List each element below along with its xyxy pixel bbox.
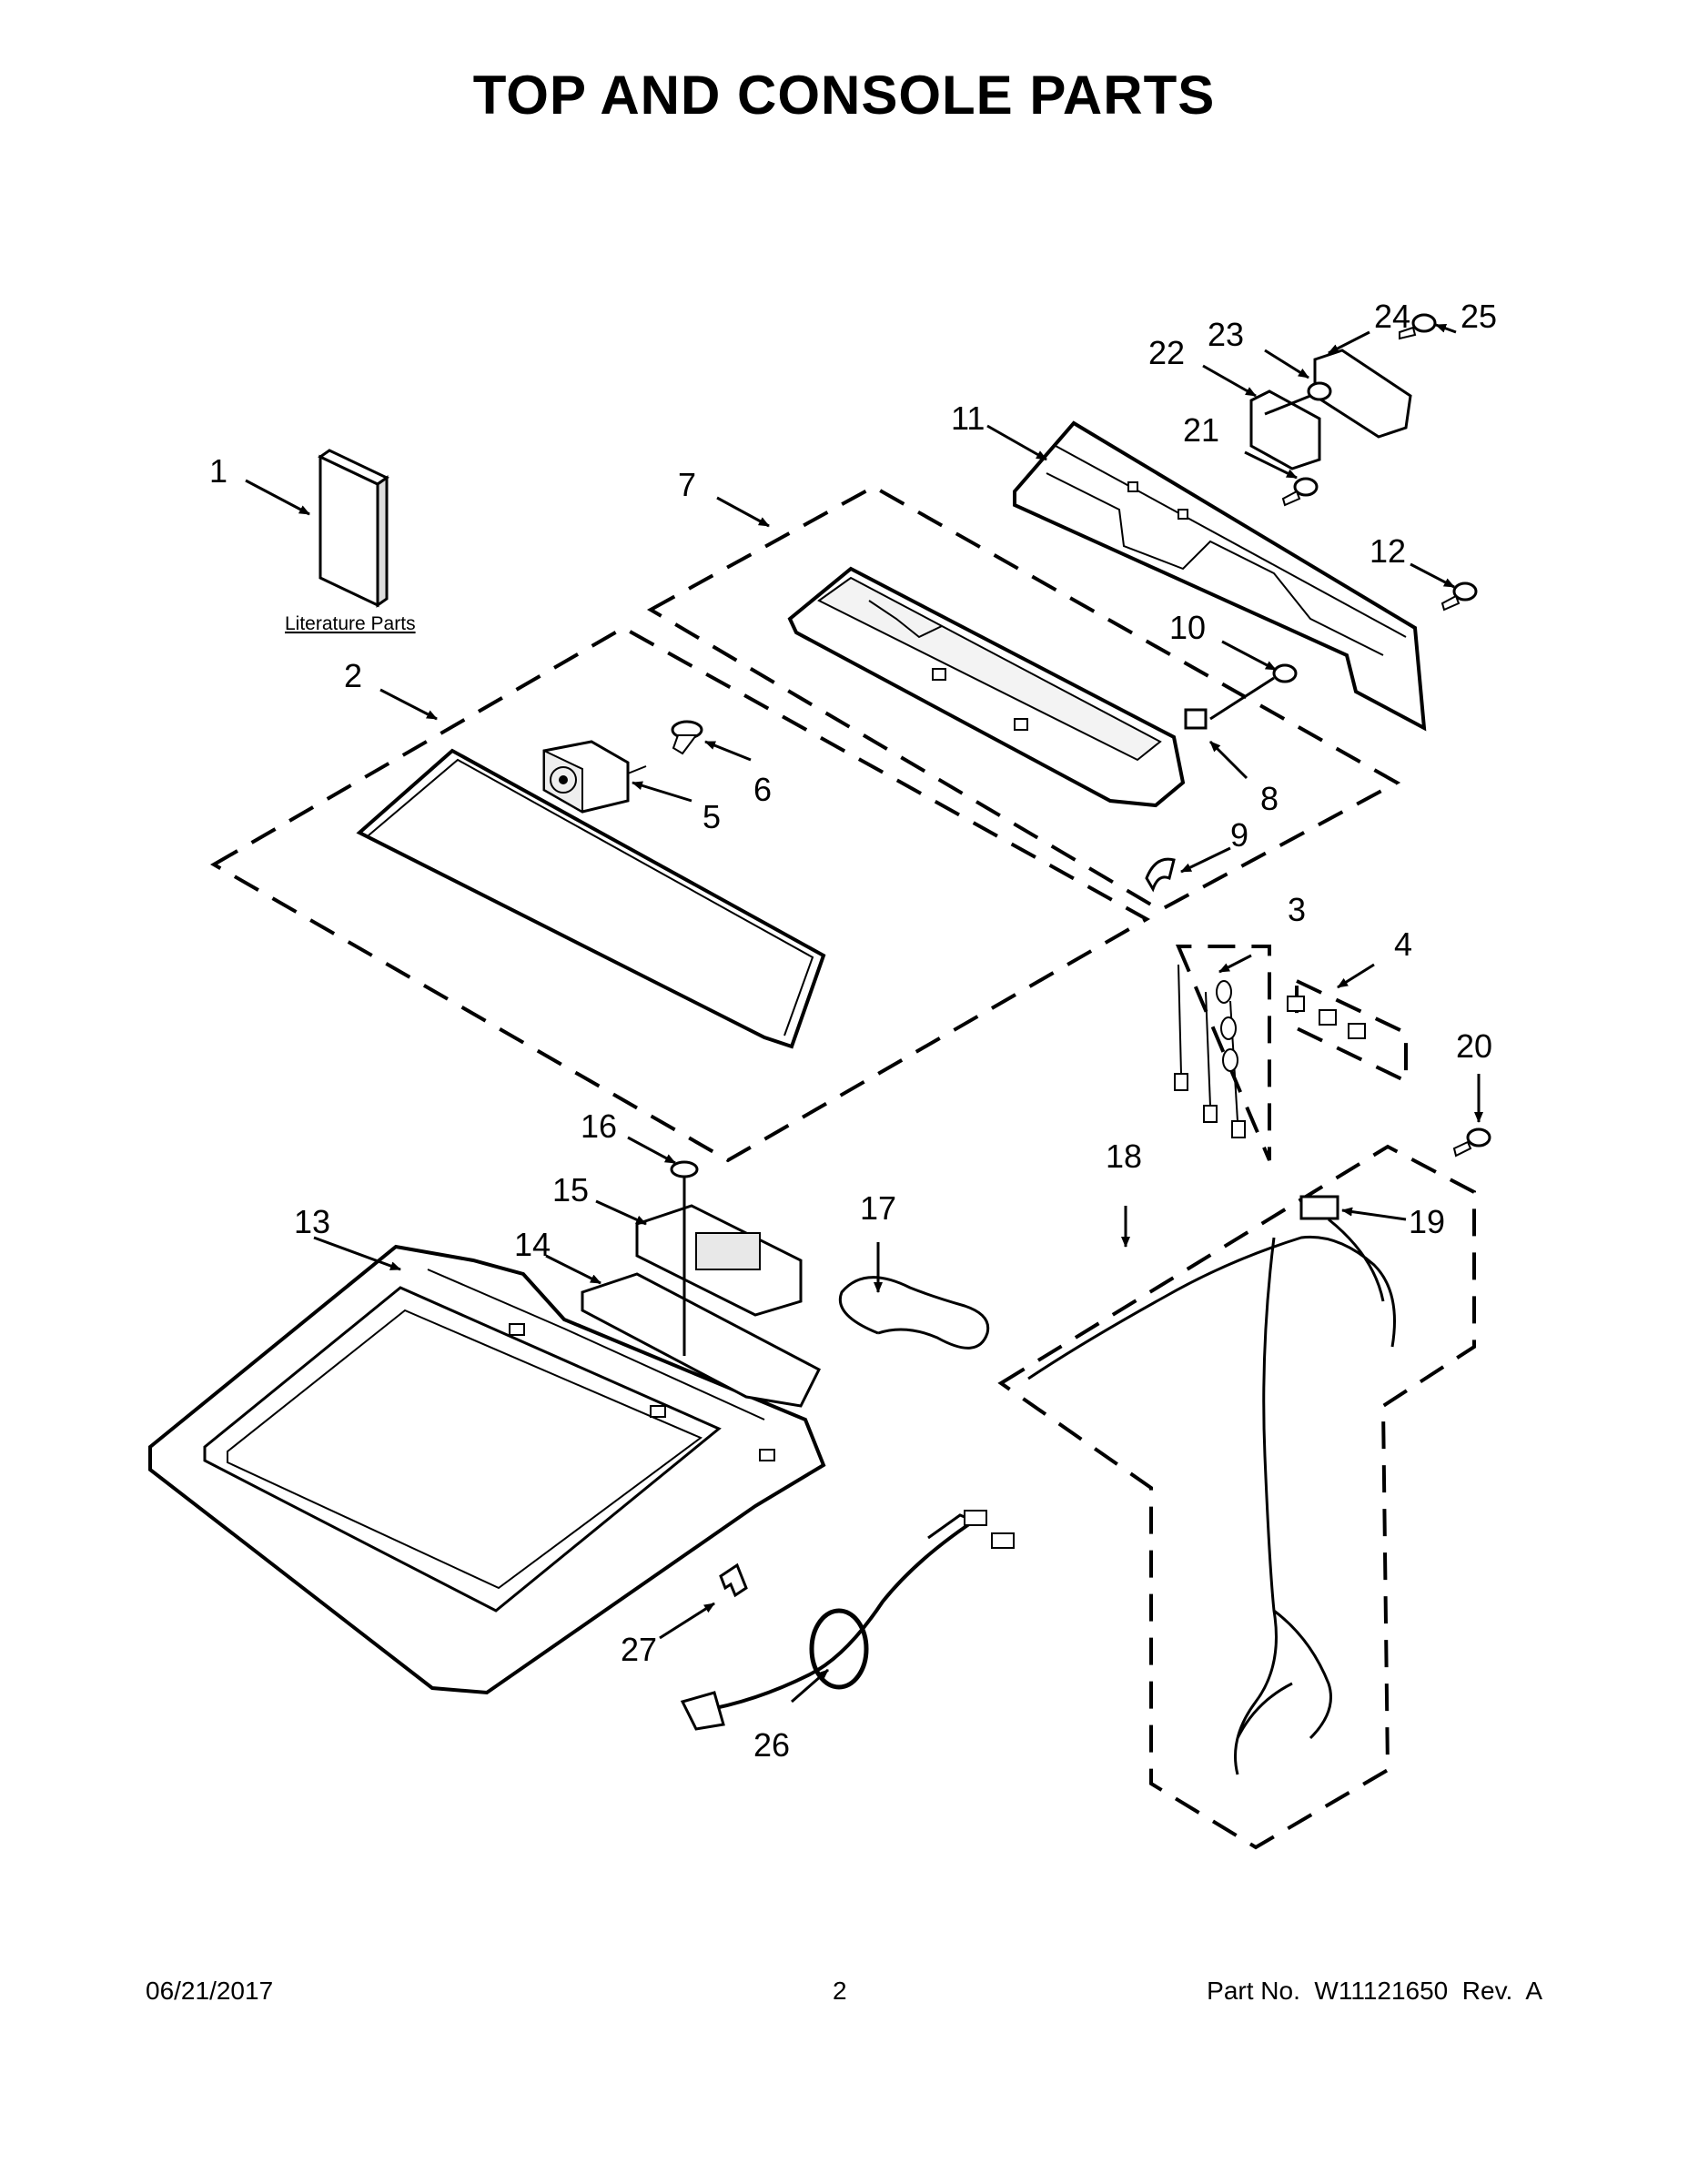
group-box-4	[1295, 977, 1408, 1085]
rear-control-bracket	[1013, 420, 1427, 732]
screw-12	[1440, 581, 1478, 612]
callout-numbers: 1 2 3 4 5 6 7 8 9 10 11 12 13 14 15 16 1…	[209, 298, 1497, 1764]
literature-booklet	[318, 449, 389, 608]
callout-15: 15	[552, 1171, 589, 1208]
control-board-15	[635, 1204, 803, 1317]
callout-10: 10	[1169, 609, 1206, 646]
wire-harness-17	[839, 1276, 990, 1350]
literature-parts-label: Literature Parts	[285, 613, 416, 634]
shield-14	[581, 1272, 821, 1408]
screw-10	[1209, 663, 1298, 721]
callout-26: 26	[753, 1726, 790, 1764]
callout-12: 12	[1370, 532, 1406, 570]
screw-21	[1281, 477, 1319, 507]
callout-14: 14	[514, 1226, 551, 1263]
callout-18: 18	[1106, 1138, 1142, 1175]
screw-20	[1452, 1127, 1491, 1158]
screw-25	[1399, 313, 1437, 340]
callout-7: 7	[678, 466, 696, 503]
hinge-bracket-22	[1249, 389, 1321, 470]
power-cord-26	[680, 1510, 1015, 1731]
callout-1: 1	[209, 452, 227, 490]
group-boxes	[209, 484, 1476, 1850]
page-title: TOP AND CONSOLE PARTS	[472, 65, 1216, 126]
clip-27	[719, 1562, 748, 1598]
callout-19: 19	[1409, 1203, 1445, 1240]
group-box-3	[1175, 945, 1271, 1161]
callout-3: 3	[1288, 891, 1306, 928]
callout-13: 13	[294, 1203, 330, 1240]
footer-date: 06/21/2017	[146, 1977, 274, 2005]
console-glass	[356, 748, 826, 1049]
clips-4	[1287, 996, 1366, 1039]
washer-top	[148, 1244, 826, 1695]
callout-25: 25	[1461, 298, 1497, 335]
group-box-18	[997, 1144, 1476, 1850]
callout-22: 22	[1148, 334, 1185, 371]
callout-9: 9	[1230, 816, 1248, 854]
footer-page-number: 2	[833, 1977, 847, 2005]
callout-5: 5	[702, 798, 721, 835]
callout-27: 27	[621, 1631, 657, 1668]
callout-24: 24	[1374, 298, 1410, 335]
control-panel	[787, 566, 1186, 808]
leader-lines	[245, 323, 1483, 1704]
screw-16	[670, 1160, 699, 1356]
screw-6	[671, 720, 703, 755]
wire-harness-18	[1027, 1218, 1396, 1775]
screw-23	[1264, 381, 1332, 416]
cable-ties-3	[1174, 964, 1246, 1138]
callout-8: 8	[1260, 780, 1279, 817]
callout-23: 23	[1208, 316, 1244, 353]
group-box-2	[209, 625, 1151, 1163]
callout-20: 20	[1456, 1027, 1492, 1065]
callout-4: 4	[1394, 925, 1412, 963]
callout-2: 2	[344, 657, 362, 694]
callout-16: 16	[581, 1107, 617, 1145]
callout-17: 17	[860, 1189, 896, 1227]
group-box-7	[646, 484, 1401, 913]
callout-6: 6	[753, 771, 772, 808]
footer-part-number: Part No. W11121650 Rev. A	[1207, 1977, 1542, 2005]
callout-21: 21	[1183, 411, 1219, 449]
clip-9	[1145, 857, 1176, 893]
clip-8	[1184, 708, 1208, 730]
callout-11: 11	[951, 399, 985, 437]
control-module	[542, 740, 647, 814]
connector-19	[1299, 1195, 1339, 1220]
